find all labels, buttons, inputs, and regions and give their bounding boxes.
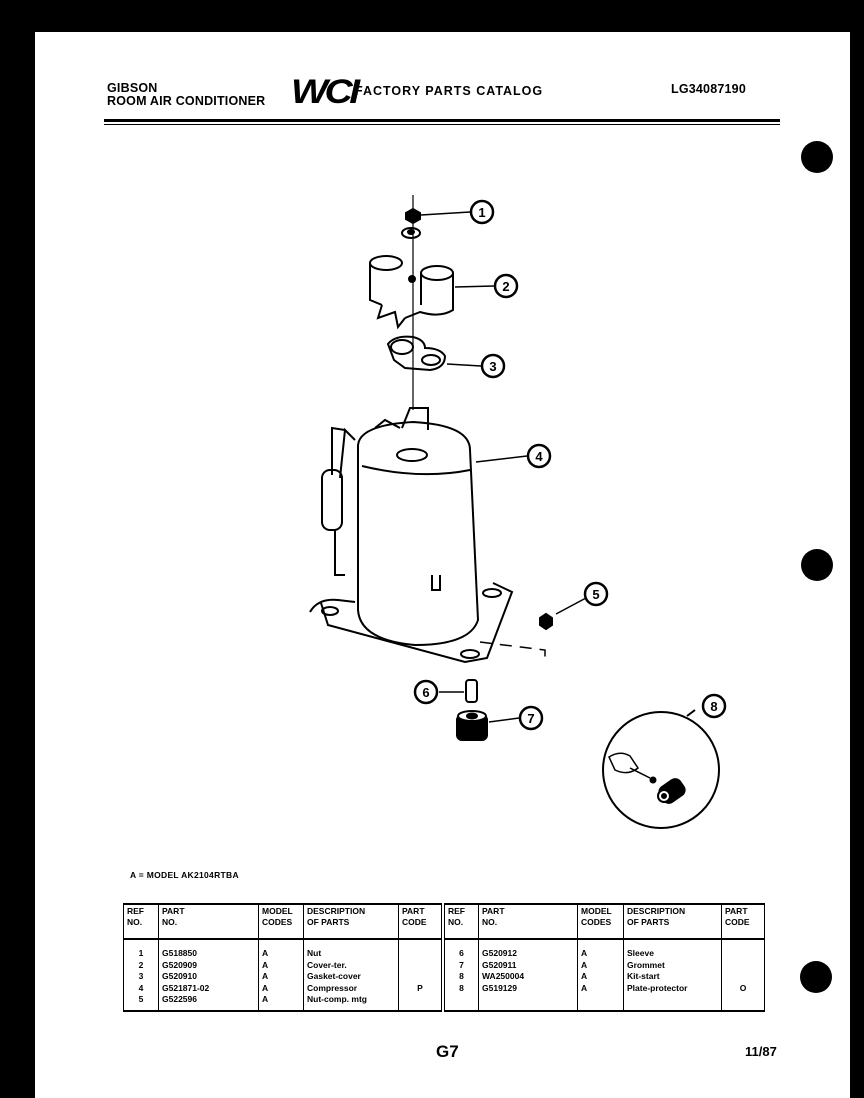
catalog-page: GIBSON ROOM AIR CONDITIONER WCI FACTORY … xyxy=(35,32,850,1098)
callout-5: 5 xyxy=(592,587,599,602)
brand-name: GIBSON xyxy=(107,81,158,95)
grommet-icon xyxy=(456,710,488,741)
punch-hole xyxy=(800,961,832,993)
model-legend: A = MODEL AK2104RTBA xyxy=(130,870,239,880)
callout-4: 4 xyxy=(535,449,543,464)
callout-8: 8 xyxy=(710,699,717,714)
exploded-parts-diagram: 1 2 3 4 5 6 7 8 xyxy=(309,195,727,829)
wci-logo: WCI xyxy=(291,73,360,111)
catalog-date: 11/87 xyxy=(745,1044,777,1059)
gasket-icon xyxy=(386,335,447,372)
callout-6: 6 xyxy=(422,685,429,700)
page-number: G7 xyxy=(436,1042,459,1061)
callout-2: 2 xyxy=(502,279,509,294)
callout-3: 3 xyxy=(489,359,496,374)
punch-hole xyxy=(801,549,833,581)
product-name: ROOM AIR CONDITIONER xyxy=(107,94,266,108)
callout-7: 7 xyxy=(527,711,534,726)
nut-icon xyxy=(401,207,421,239)
catalog-number: LG34087190 xyxy=(671,82,746,96)
start-kit-icon xyxy=(608,752,686,804)
code-cells-2: O xyxy=(721,939,765,1012)
catalog-title: FACTORY PARTS CATALOG xyxy=(355,84,544,98)
callout-1: 1 xyxy=(478,205,485,220)
header-rule-thin xyxy=(104,124,780,125)
punch-hole xyxy=(801,141,833,173)
compressor-icon xyxy=(309,407,514,664)
code-cells: P xyxy=(398,939,445,1012)
terminal-cover-icon xyxy=(369,255,454,330)
header-rule xyxy=(104,119,780,122)
